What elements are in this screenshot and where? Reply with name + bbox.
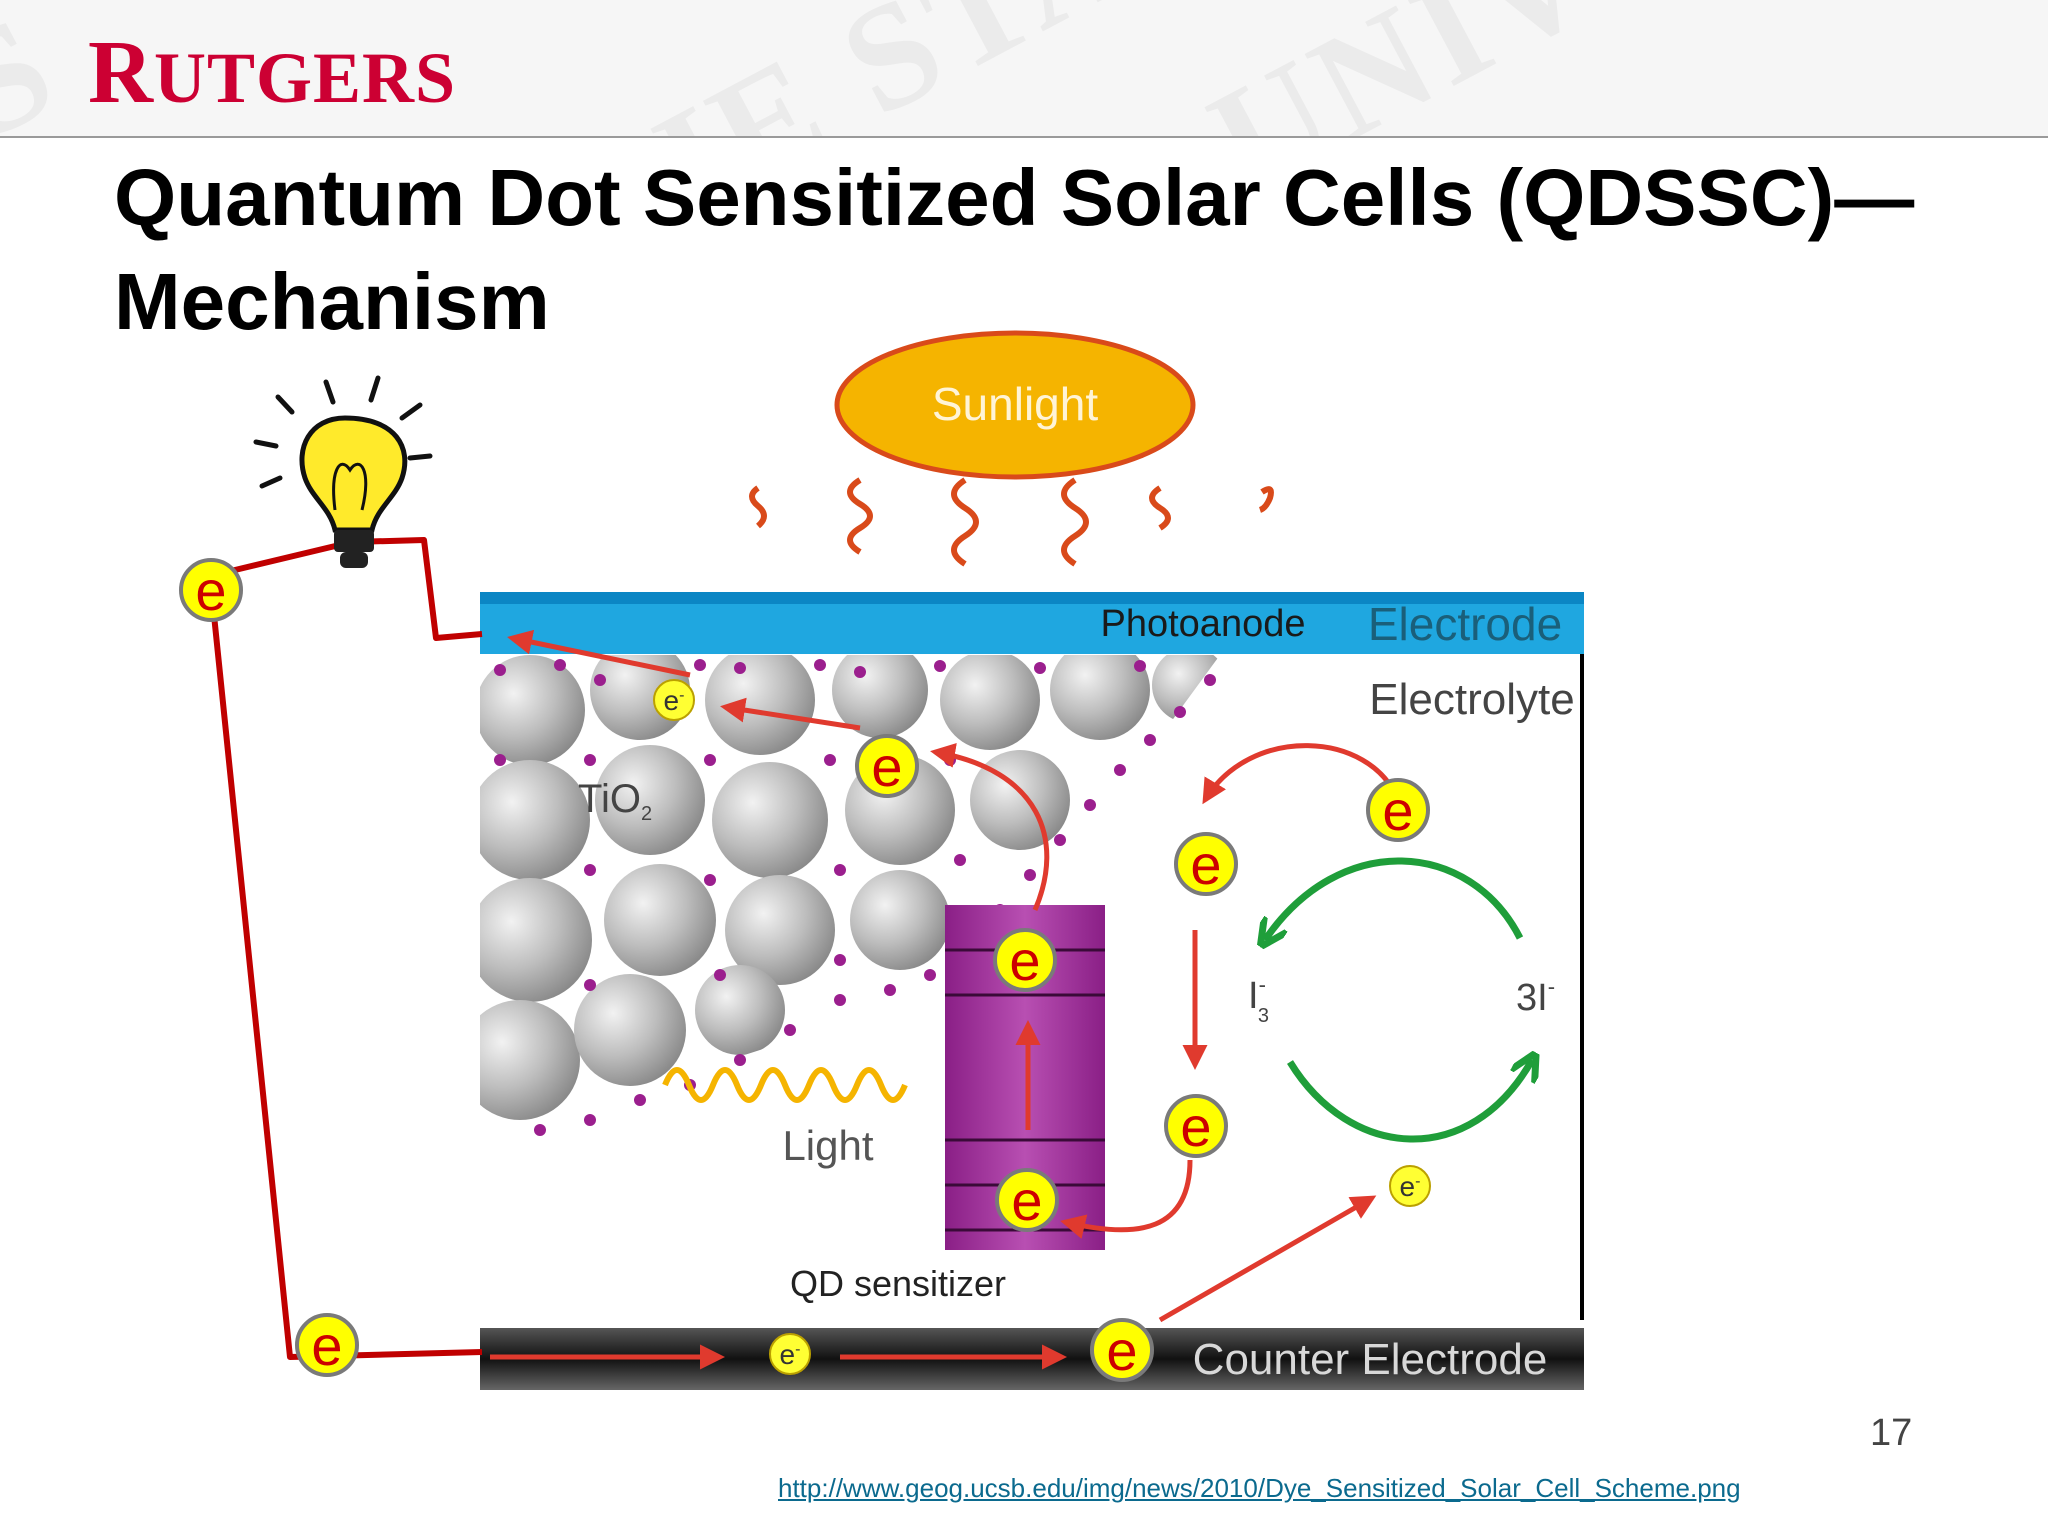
light-bulb-icon bbox=[253, 375, 433, 568]
electron: e bbox=[855, 734, 919, 798]
svg-text:e-: e- bbox=[780, 1339, 801, 1370]
electrode-label: Electrode bbox=[1368, 598, 1562, 650]
light-wave bbox=[662, 1067, 908, 1103]
electron-flow-arrows bbox=[490, 629, 1401, 1370]
tio2-label: TiO2 bbox=[578, 777, 652, 825]
slide-title: Quantum Dot Sensitized Solar Cells (QDSS… bbox=[114, 146, 2044, 354]
electrolyte-label: Electrolyte bbox=[1369, 675, 1574, 724]
electron: e bbox=[1090, 1318, 1154, 1382]
source-link[interactable]: http://www.geog.ucsb.edu/img/news/2010/D… bbox=[778, 1473, 1741, 1503]
svg-text:e: e bbox=[1190, 833, 1221, 896]
header-rule bbox=[0, 136, 2048, 138]
electron: e bbox=[1164, 1094, 1228, 1158]
electron: e bbox=[1366, 778, 1430, 842]
qd-sensitizer-label: QD sensitizer bbox=[790, 1263, 1006, 1304]
svg-text:e: e bbox=[1382, 779, 1413, 842]
svg-text:e-: e- bbox=[1400, 1171, 1421, 1202]
counter-electrode-label: Counter Electrode bbox=[1193, 1335, 1548, 1384]
electron: e bbox=[993, 928, 1057, 992]
electron: e bbox=[179, 558, 243, 622]
svg-text:e: e bbox=[311, 1314, 342, 1377]
qd-dots bbox=[494, 659, 1216, 1136]
title-line-2: Mechanism bbox=[114, 257, 550, 346]
svg-text:e: e bbox=[1106, 1319, 1137, 1382]
triiodide-label: I-3 bbox=[1248, 972, 1269, 1027]
electron: e bbox=[1174, 832, 1238, 896]
svg-text:e: e bbox=[195, 559, 226, 622]
electron: e bbox=[295, 1313, 359, 1377]
overlay-electrons: e e e e e e e e bbox=[179, 558, 1430, 1382]
rutgers-logo: RUTGERS bbox=[88, 23, 457, 122]
external-circuit-wire bbox=[207, 537, 483, 1360]
svg-text:e: e bbox=[1180, 1095, 1211, 1158]
header-band: S THE STATE UNIV bbox=[0, 0, 2048, 136]
photoanode-label: Photoanode bbox=[1101, 603, 1306, 645]
svg-text:e-: e- bbox=[664, 685, 685, 716]
sun-ellipse-icon bbox=[834, 330, 1196, 480]
sun-rays bbox=[749, 477, 1274, 567]
title-line-1: Quantum Dot Sensitized Solar Cells (QDSS… bbox=[114, 153, 1915, 242]
small-electron-markers: e- e- e- bbox=[653, 679, 1431, 1375]
light-label: Light bbox=[782, 1122, 873, 1169]
svg-text:e: e bbox=[1011, 1169, 1042, 1232]
iodide-label: 3I- bbox=[1516, 974, 1555, 1019]
svg-text:e: e bbox=[1009, 929, 1040, 992]
redox-cycle-arrows bbox=[1265, 857, 1532, 1143]
tio2-particles bbox=[480, 655, 1220, 1120]
electron: e bbox=[995, 1168, 1059, 1232]
sunlight-label: Sunlight bbox=[932, 378, 1098, 430]
svg-text:e: e bbox=[871, 735, 902, 798]
page-number: 17 bbox=[1870, 1412, 1913, 1454]
